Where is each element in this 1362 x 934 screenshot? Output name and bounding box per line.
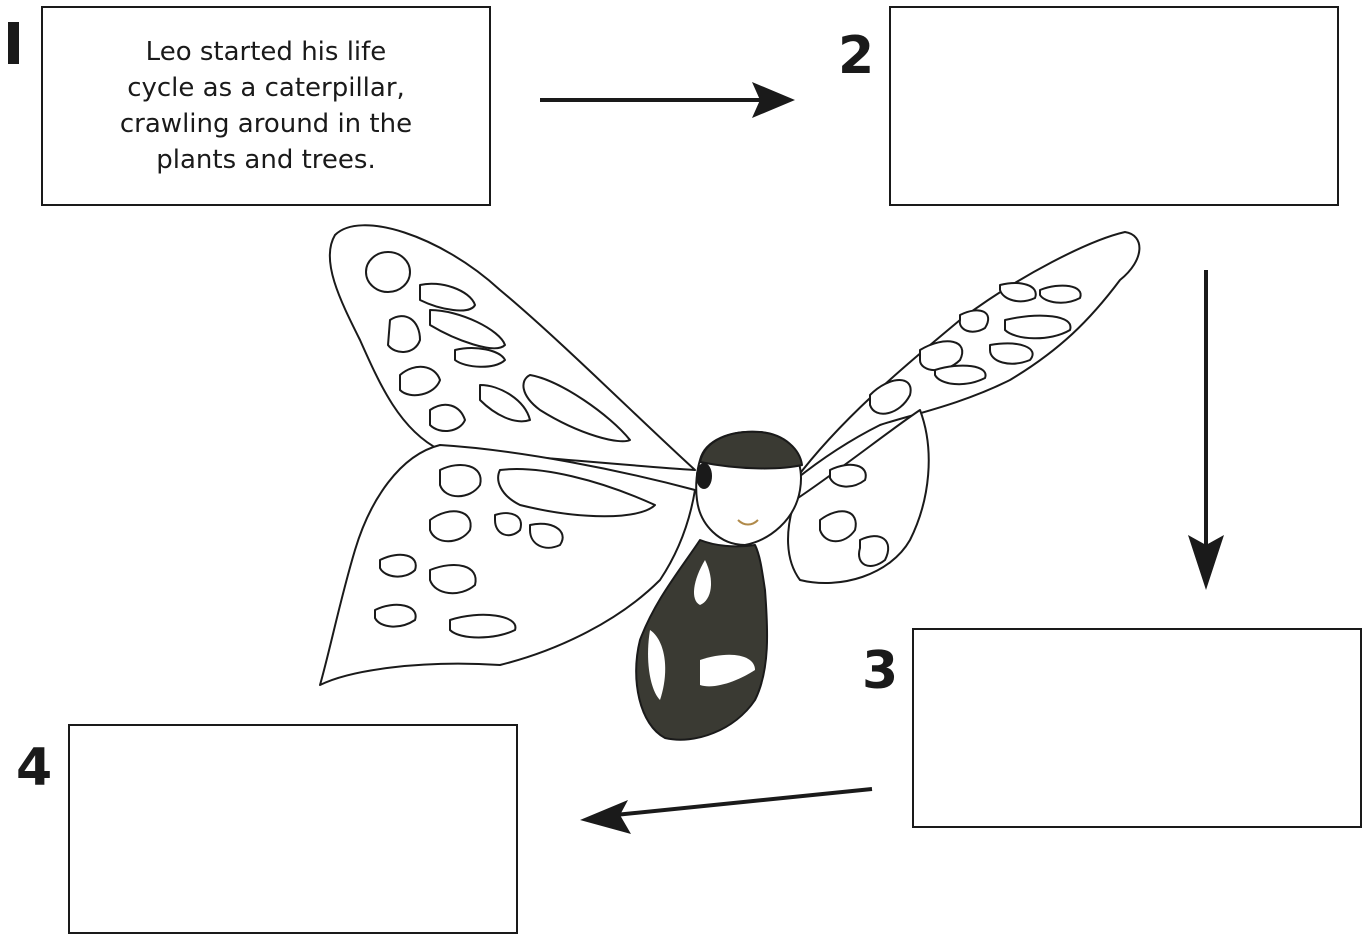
arrow-left	[580, 789, 872, 834]
head-cap	[700, 432, 802, 469]
butterfly-illustration	[320, 225, 1139, 739]
butterfly-eye	[697, 464, 711, 488]
right-upper-wing	[795, 232, 1139, 480]
arrow-right	[540, 82, 795, 118]
arrow-down	[1188, 270, 1224, 590]
